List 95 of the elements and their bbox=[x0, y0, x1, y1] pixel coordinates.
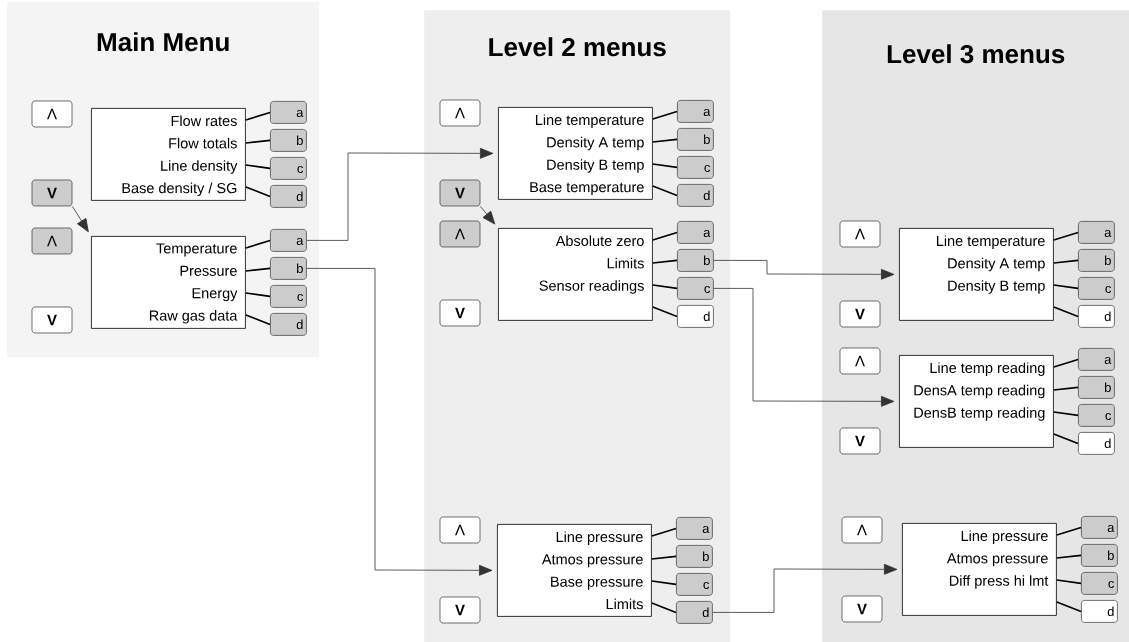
up-button: Λ bbox=[841, 516, 883, 544]
up-button: Λ bbox=[839, 347, 881, 375]
key-button: a bbox=[1081, 516, 1118, 539]
menu-screen: Line temp reading DensA temp reading DensB temp reading bbox=[899, 355, 1054, 448]
down-button: V bbox=[439, 596, 481, 624]
up-button: Λ bbox=[31, 100, 73, 128]
connector-line bbox=[652, 231, 678, 241]
arrow bbox=[480, 206, 496, 225]
connector-line bbox=[1053, 259, 1079, 264]
key-button: b bbox=[677, 249, 714, 272]
key-button: d bbox=[677, 305, 714, 328]
key-button: b bbox=[270, 257, 307, 280]
connector-line bbox=[1053, 433, 1079, 445]
connector-line bbox=[245, 164, 271, 170]
connector-line bbox=[1053, 386, 1079, 391]
arrow bbox=[713, 260, 895, 280]
key-button: b bbox=[1078, 376, 1115, 399]
connector-line bbox=[651, 602, 677, 614]
connector-line bbox=[1056, 526, 1082, 536]
connector-line bbox=[245, 239, 271, 249]
connector-line bbox=[245, 111, 271, 121]
key-button: a bbox=[676, 517, 713, 540]
arrow bbox=[306, 147, 494, 241]
connector-line bbox=[652, 259, 678, 264]
key-button: c bbox=[270, 285, 307, 308]
up-button: Λ bbox=[439, 516, 481, 544]
key-button: d bbox=[1078, 305, 1115, 328]
key-button: b bbox=[1078, 249, 1115, 272]
up-button: Λ bbox=[439, 220, 481, 248]
down-button: V bbox=[439, 299, 481, 327]
connector-line bbox=[652, 306, 678, 318]
connector-line bbox=[651, 555, 677, 560]
key-button: d bbox=[676, 601, 713, 624]
key-button: d bbox=[1081, 600, 1118, 623]
connector-line bbox=[1053, 231, 1079, 241]
key-button: c bbox=[1078, 277, 1115, 300]
connector-line bbox=[1053, 306, 1079, 318]
arrow bbox=[713, 288, 895, 407]
connector-line bbox=[652, 110, 678, 120]
down-button: V bbox=[31, 306, 73, 334]
connector-line bbox=[245, 186, 271, 198]
connector-line bbox=[651, 580, 677, 586]
key-button: d bbox=[1078, 432, 1115, 455]
connector-line bbox=[1056, 579, 1082, 585]
menu-screen: Temperature Pressure Energy Raw gas data bbox=[91, 236, 246, 329]
arrow bbox=[712, 563, 898, 613]
down-button: V bbox=[839, 300, 881, 328]
key-button: c bbox=[676, 573, 713, 596]
menu-screen: Line temperature Density A temp Density B temp Base temperature bbox=[498, 107, 653, 200]
key-button: b bbox=[1081, 544, 1118, 567]
connector-line bbox=[1056, 554, 1082, 559]
connector-line bbox=[1053, 358, 1079, 368]
key-button: c bbox=[677, 156, 714, 179]
key-button: a bbox=[270, 101, 307, 124]
connector-line bbox=[245, 267, 271, 272]
menu-screen: Line pressure Atmos pressure Base pressure Limits bbox=[497, 524, 652, 617]
down-button: V bbox=[31, 179, 73, 207]
down-button: V bbox=[839, 427, 881, 455]
key-button: c bbox=[1081, 572, 1118, 595]
key-button: a bbox=[270, 229, 307, 252]
key-button: a bbox=[677, 221, 714, 244]
menu-screen: Absolute zero Limits Sensor readings bbox=[498, 228, 653, 321]
up-button: Λ bbox=[439, 99, 481, 127]
key-button: a bbox=[677, 100, 714, 123]
key-button: c bbox=[1078, 404, 1115, 427]
connector-line bbox=[1053, 411, 1079, 417]
connector-line bbox=[652, 185, 678, 197]
key-button: c bbox=[270, 157, 307, 180]
key-button: b bbox=[677, 128, 714, 151]
key-button: d bbox=[677, 184, 714, 207]
down-button: V bbox=[841, 595, 883, 623]
key-button: a bbox=[1078, 221, 1115, 244]
key-button: d bbox=[270, 185, 307, 208]
connector-line bbox=[245, 292, 271, 298]
key-button: c bbox=[677, 277, 714, 300]
connector-line bbox=[652, 284, 678, 290]
menu-screen: Flow rates Flow totals Line density Base density / SG bbox=[91, 108, 246, 201]
menu-screen: Line temperature Density A temp Density B temp bbox=[899, 228, 1054, 321]
connector-line bbox=[652, 138, 678, 143]
up-button: Λ bbox=[839, 220, 881, 248]
menu-screen: Line pressure Atmos pressure Diff press hi lmt bbox=[902, 523, 1057, 616]
connector-line bbox=[652, 163, 678, 169]
key-button: a bbox=[1078, 348, 1115, 371]
connector-line bbox=[245, 314, 271, 326]
arrow bbox=[306, 268, 493, 576]
key-button: b bbox=[676, 545, 713, 568]
key-button: b bbox=[270, 129, 307, 152]
connector-line bbox=[1053, 284, 1079, 290]
down-button: V bbox=[439, 179, 481, 207]
connector-line bbox=[1056, 601, 1082, 613]
key-button: d bbox=[270, 313, 307, 336]
connector-line bbox=[245, 139, 271, 144]
arrow bbox=[72, 206, 89, 233]
up-button: Λ bbox=[31, 227, 73, 255]
connector-line bbox=[651, 527, 677, 537]
